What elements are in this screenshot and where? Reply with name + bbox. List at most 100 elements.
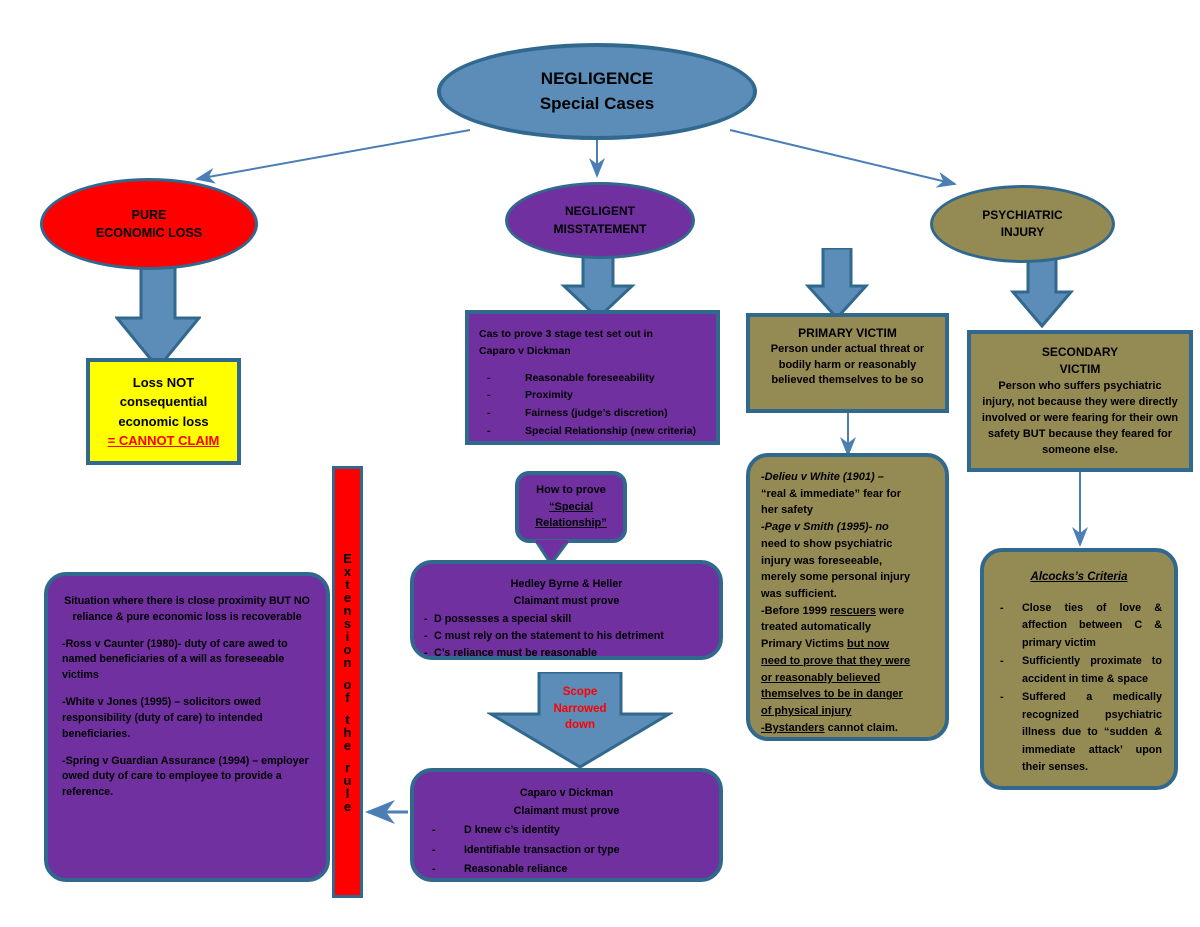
caparo-claim-item-0: D knew c’s identity xyxy=(424,821,709,839)
pv-case-line-12: need to prove that they were xyxy=(761,654,911,667)
extension-box-intro: Situation where there is close proximity… xyxy=(64,595,310,623)
root-line2: Special Cases xyxy=(539,93,655,113)
scope-arrow-label-line3: down xyxy=(564,719,596,732)
pv-case-line-11: Primary Victims but now xyxy=(761,638,890,651)
box-alcocks-criteria[interactable]: Alcocks’s Criteria Close ties of love & … xyxy=(980,548,1178,790)
scope-arrow-label: Scope Narrowed down xyxy=(515,684,645,734)
pv-case-line-3: her safety xyxy=(761,504,813,517)
box-caparo-claimant-must-prove[interactable]: Caparo v Dickman Claimant must prove D k… xyxy=(410,768,723,882)
scope-arrow-label-line1: Scope xyxy=(562,686,598,698)
pv-case-line-5: need to show psychiatric xyxy=(761,537,893,550)
vbar-letter-14: h xyxy=(343,724,352,740)
vbar-letter-3: e xyxy=(343,589,352,605)
vbar-letter-6: i xyxy=(345,628,350,644)
pv-case-line-2: “real & immediate” fear for xyxy=(761,487,901,500)
secondary-victim-body: Person who suffers psychiatric injury, n… xyxy=(981,379,1179,456)
pv-case-line-9: -Before 1999 rescuers were xyxy=(761,604,905,617)
hedley-title2: Claimant must prove xyxy=(513,595,620,608)
caparo-claim-title2: Claimant must prove xyxy=(513,805,620,818)
pv-case-line-8: was sufficient. xyxy=(761,588,837,601)
callout-tail-icon xyxy=(534,540,570,566)
caparo-test-list: Reasonable foreseeability Proximity Fair… xyxy=(479,370,706,440)
hedley-item-0: D possesses a special skill xyxy=(424,611,709,629)
loss-box-line3: economic loss xyxy=(118,413,209,429)
connector-root-to-pure-economic-loss xyxy=(195,129,471,184)
vbar-letter-4: n xyxy=(343,602,352,618)
pv-case-line-16: -Bystanders cannot claim. xyxy=(761,721,898,734)
how-to-prove-line1: How to prove xyxy=(536,484,606,497)
caparo-claim-item-1: Identifiable transaction or type xyxy=(424,841,709,859)
box-caparo-three-stage-test[interactable]: Cas to prove 3 stage test set out in Cap… xyxy=(465,310,720,445)
caparo-claim-title1: Caparo v Dickman xyxy=(519,787,614,799)
vbar-letter-10: o xyxy=(343,676,352,692)
negligent-misstatement-line2: MISSTATEMENT xyxy=(553,221,647,236)
box-primary-victim[interactable]: PRIMARY VICTIM Person under actual threa… xyxy=(746,313,949,413)
box-secondary-victim[interactable]: SECONDARY VICTIM Person who suffers psyc… xyxy=(967,330,1193,472)
node-psychiatric-injury[interactable]: PSYCHIATRIC INJURY xyxy=(930,185,1115,263)
vbar-letter-19: l xyxy=(345,785,350,801)
pv-case-line-14: themselves to be in danger xyxy=(761,688,903,701)
caparo-test-line1: Cas to prove 3 stage test set out in xyxy=(479,328,653,340)
vbar-letter-7: o xyxy=(343,641,352,657)
extension-box-case-1: -Ross v Caunter (1980)- duty of care awe… xyxy=(62,637,288,682)
vbar-letter-1: x xyxy=(343,563,352,579)
how-to-prove-line2: “Special xyxy=(548,500,594,513)
loss-box-line1: Loss NOT xyxy=(132,374,195,390)
caparo-test-item-0: Reasonable foreseeability xyxy=(479,370,706,387)
vbar-letter-15: e xyxy=(343,737,352,753)
box-hedley-byrne-heller[interactable]: Hedley Byrne & Heller Claimant must prov… xyxy=(410,560,723,663)
pv-case-line-7: merely some personal injury xyxy=(761,571,911,584)
caparo-claim-list: D knew c’s identity Identifiable transac… xyxy=(424,821,709,878)
extension-box-case-3: -Spring v Guardian Assurance (1994) – em… xyxy=(62,754,309,799)
block-arrow-psychiatric-to-primary-victim xyxy=(805,248,869,320)
vbar-letter-13: t xyxy=(345,711,350,727)
hedley-title1: Hedley Byrne & Heller xyxy=(510,578,623,590)
pv-case-line-4: -Page v Smith (1995)- no xyxy=(761,521,889,534)
vbar-letter-20: e xyxy=(343,798,352,814)
caparo-test-item-3: Special Relationship (new criteria) xyxy=(479,423,706,440)
root-line1: NEGLIGENCE xyxy=(540,68,654,88)
pv-case-line-1: -Delieu v White (1901) – xyxy=(761,471,884,483)
loss-box-line2: consequential xyxy=(119,394,208,409)
alcocks-item-0: Close ties of love & affection between C… xyxy=(992,600,1162,652)
node-negligent-misstatement[interactable]: NEGLIGENT MISSTATEMENT xyxy=(505,182,695,259)
box-extension-of-the-rule-cases[interactable]: Situation where there is close proximity… xyxy=(44,572,330,882)
caparo-test-item-1: Proximity xyxy=(479,387,706,404)
how-to-prove-line3: Relationship” xyxy=(535,517,607,530)
alcocks-item-2: Suffered a medically recognized psychiat… xyxy=(992,689,1162,776)
hedley-item-2: C’s reliance must be reasonable xyxy=(424,645,709,663)
psychiatric-injury-line2: INJURY xyxy=(1000,225,1045,239)
loss-box-cannot-claim: = CANNOT CLAIM xyxy=(107,433,220,448)
pure-economic-loss-line2: ECONOMIC LOSS xyxy=(95,226,203,240)
extension-box-case-2: -White v Jones (1995) – solicitors owed … xyxy=(62,696,263,740)
box-primary-victim-cases[interactable]: -Delieu v White (1901) – “real & immedia… xyxy=(746,453,949,741)
pv-case-line-13: or reasonably believed xyxy=(761,671,881,684)
node-negligence-root[interactable]: NEGLIGENCE Special Cases xyxy=(437,43,757,140)
pv-case-line-6: injury was foreseeable, xyxy=(761,554,883,567)
caparo-test-item-2: Fairness (judge’s discretion) xyxy=(479,405,706,422)
vbar-letter-11: f xyxy=(345,689,350,705)
primary-victim-title: PRIMARY VICTIM xyxy=(798,326,897,340)
vbar-letter-8: n xyxy=(343,654,352,670)
vertical-bar-extension-of-the-rule[interactable]: E x t e n s i o n o f t h e r u l e xyxy=(332,466,363,898)
hedley-list: D possesses a special skill C must rely … xyxy=(424,611,709,663)
callout-how-to-prove-special-relationship[interactable]: How to prove “Special Relationship” xyxy=(515,471,627,543)
vbar-letter-0: E xyxy=(343,550,352,566)
vbar-letter-5: s xyxy=(343,615,352,631)
pure-economic-loss-line1: PURE xyxy=(131,207,167,222)
caparo-claim-item-2: Reasonable reliance xyxy=(424,860,709,878)
pv-case-line-15: of physical injury xyxy=(761,705,852,718)
scope-arrow-label-line2: Narrowed xyxy=(553,702,607,715)
node-pure-economic-loss[interactable]: PURE ECONOMIC LOSS xyxy=(40,178,258,270)
secondary-victim-title2: VICTIM xyxy=(1059,362,1101,377)
connector-root-to-psychiatric-injury xyxy=(729,129,957,188)
secondary-victim-title1: SECONDARY xyxy=(1041,345,1119,359)
box-loss-not-consequential[interactable]: Loss NOT consequential economic loss = C… xyxy=(86,358,241,465)
vbar-letter-2: t xyxy=(345,576,350,592)
vbar-letter-17: r xyxy=(344,759,351,775)
block-arrow-scope-narrowed-down xyxy=(487,672,673,769)
pv-case-line-10: treated automatically xyxy=(761,621,872,634)
vbar-letter-18: u xyxy=(343,772,352,788)
alcocks-item-1: Sufficiently proximate to accident in ti… xyxy=(992,653,1162,688)
